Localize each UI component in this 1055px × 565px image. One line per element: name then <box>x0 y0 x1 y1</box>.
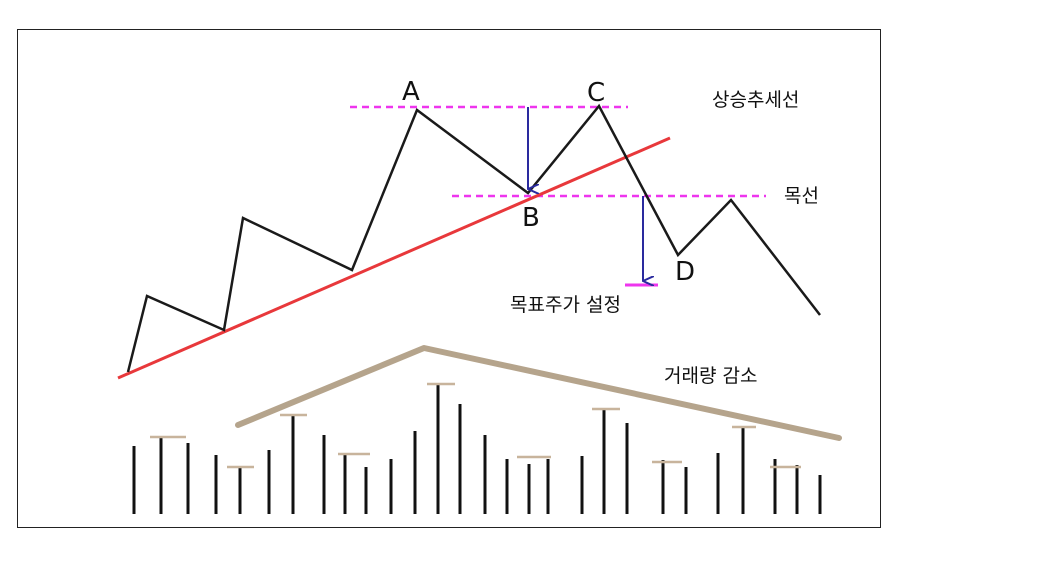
volume-caps <box>150 382 801 469</box>
volume-decrease-label: 거래량 감소 <box>664 365 757 387</box>
point-b-label: B <box>522 203 540 233</box>
target-price-label: 목표주가 설정 <box>510 294 621 316</box>
point-d-label: D <box>675 257 695 287</box>
uptrend-line <box>117 136 671 380</box>
point-a-label: A <box>402 77 420 107</box>
neckline-label: 목선 <box>784 185 819 207</box>
uptrend-line-label: 상승추세선 <box>712 89 799 111</box>
volume-bars <box>132 384 822 514</box>
price-path <box>126 103 821 373</box>
point-c-label: C <box>587 78 605 108</box>
volume-trend-line <box>235 345 842 441</box>
